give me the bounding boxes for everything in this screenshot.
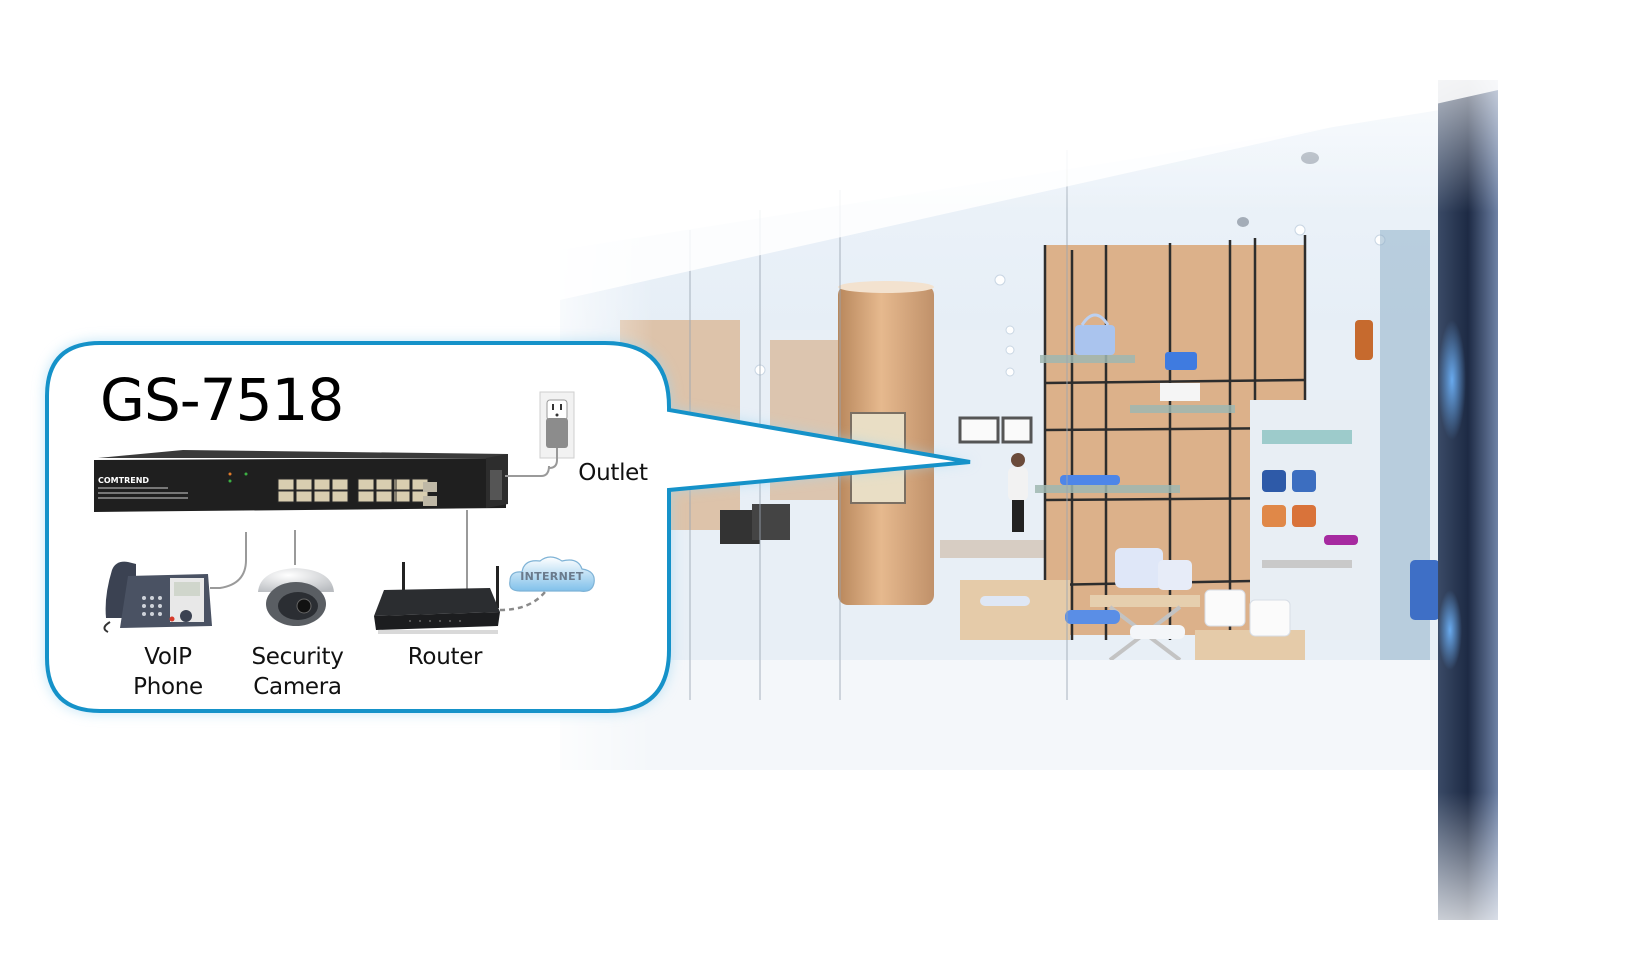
switch-brand: COMTREND [98, 476, 149, 485]
scene-right-mask [1500, 0, 1632, 966]
phone-cable [210, 532, 247, 589]
router-front [374, 612, 500, 630]
outlet-label: Outlet [578, 460, 648, 486]
camera-label-line2: Camera [253, 674, 342, 700]
power-socket [490, 470, 502, 500]
voip-label-line1: VoIP [144, 644, 192, 670]
rj45-port[interactable] [375, 478, 393, 491]
internet-cloud: INTERNET [509, 556, 595, 592]
sfp-port[interactable] [423, 496, 437, 506]
rj45-port[interactable] [277, 490, 295, 503]
rj45-port[interactable] [277, 478, 295, 491]
camera-lens [296, 598, 312, 614]
router-antenna [496, 566, 499, 608]
rj45-port[interactable] [313, 478, 331, 491]
router-label: Router [407, 644, 483, 670]
wall-outlet [539, 391, 575, 469]
power-cable [505, 465, 550, 477]
router-base [378, 630, 498, 634]
switch-model-text [98, 487, 168, 489]
sfp-port[interactable] [423, 482, 437, 492]
combo-rj45-port[interactable] [395, 478, 411, 491]
rj45-port[interactable] [357, 478, 375, 491]
phone-red-button [169, 616, 175, 622]
model-title: GS-7518 [100, 366, 344, 434]
voip-label-line2: Phone [133, 674, 203, 700]
rj45-port[interactable] [313, 490, 331, 503]
cloud-label: INTERNET [520, 570, 584, 583]
router-top [374, 588, 500, 616]
ethernet-ports [277, 478, 429, 503]
rj45-port[interactable] [295, 490, 313, 503]
combo-rj45-port[interactable] [395, 490, 411, 503]
security-camera [258, 568, 334, 626]
cables [210, 510, 546, 612]
router-antenna [402, 562, 405, 596]
router-leds [409, 620, 461, 622]
status-led [244, 472, 248, 476]
status-led [228, 472, 232, 476]
switch-desc-text [98, 497, 188, 499]
network-switch: COMTREND [94, 450, 508, 512]
status-led [228, 479, 232, 483]
switch-top [98, 450, 508, 458]
voip-phone [103, 561, 212, 633]
router [374, 562, 500, 634]
camera-dome [258, 568, 334, 592]
rj45-port[interactable] [331, 490, 349, 503]
rj45-port[interactable] [331, 478, 349, 491]
phone-display [174, 582, 200, 596]
phone-keypad [142, 596, 162, 616]
switch-desc-text [98, 492, 188, 494]
rj45-port[interactable] [295, 478, 313, 491]
cloud-shape [509, 556, 595, 592]
phone-nav-button [180, 610, 192, 622]
camera-label-line1: Security [251, 644, 344, 670]
rj45-port[interactable] [375, 490, 393, 503]
rj45-port[interactable] [357, 490, 375, 503]
internet-link [499, 591, 546, 612]
power-adapter [546, 418, 568, 448]
